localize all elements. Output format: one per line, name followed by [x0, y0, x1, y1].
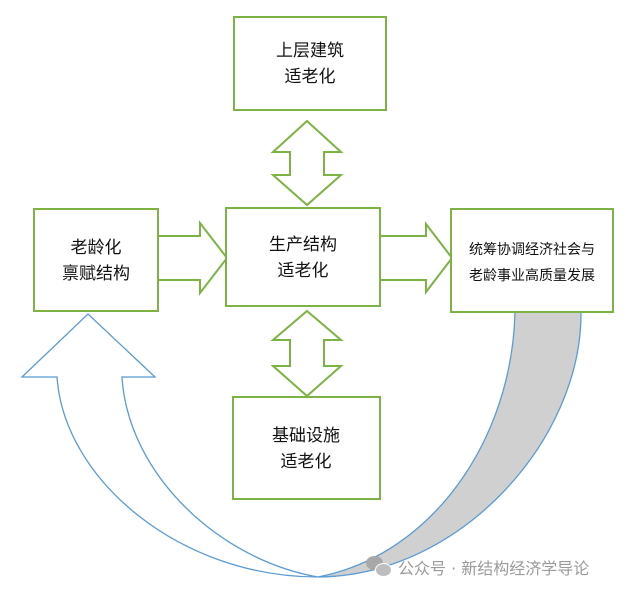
box-production-structure-line1: 生产结构 — [269, 235, 337, 255]
arrow-center-to-right — [380, 221, 454, 295]
box-infrastructure: 基础设施 适老化 — [232, 396, 381, 500]
box-production-structure: 生产结构 适老化 — [225, 207, 381, 307]
box-aging-endowment-line1: 老龄化 — [71, 238, 122, 258]
watermark: 公众号 · 新结构经济学导论 — [366, 552, 589, 582]
box-infrastructure-line1: 基础设施 — [272, 426, 340, 446]
box-aging-endowment-line2: 禀赋结构 — [62, 263, 130, 284]
arrow-left-to-center — [158, 220, 229, 296]
feedback-curve-band — [317, 311, 582, 578]
box-superstructure: 上层建筑 适老化 — [233, 16, 387, 111]
box-coordinated-development-line2: 老龄事业高质量发展 — [469, 267, 595, 284]
double-arrow-top-center — [270, 119, 344, 207]
double-arrow-center-bottom — [270, 309, 344, 398]
wechat-icon — [366, 556, 392, 578]
box-coordinated-development: 统筹协调经济社会与 老龄事业高质量发展 — [450, 208, 614, 313]
box-production-structure-line2: 适老化 — [278, 261, 329, 281]
box-infrastructure-line2: 适老化 — [281, 452, 332, 472]
feedback-curve-arrow — [20, 313, 319, 578]
watermark-text: 公众号 · 新结构经济学导论 — [398, 559, 590, 578]
box-aging-endowment: 老龄化 禀赋结构 — [33, 208, 159, 312]
box-coordinated-development-line1: 统筹协调经济社会与 — [469, 241, 595, 258]
box-superstructure-line2: 适老化 — [285, 67, 336, 87]
box-superstructure-line1: 上层建筑 — [276, 41, 344, 61]
